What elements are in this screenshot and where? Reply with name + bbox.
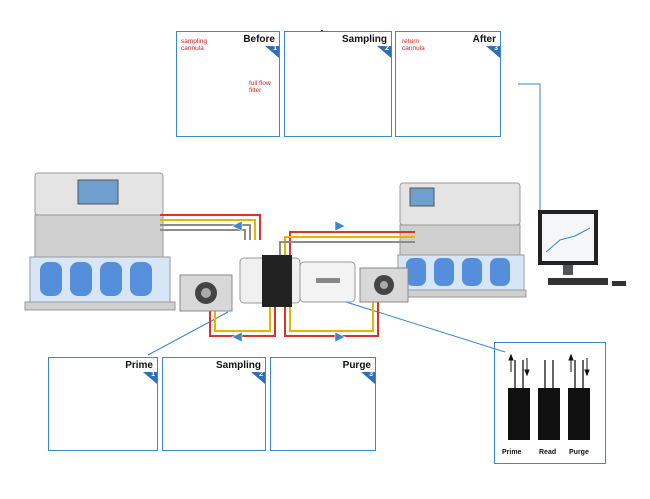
annotation-full-flow-filter: full flow filter [249,80,271,94]
step-badge [251,372,265,384]
left-dissolution-tester [24,172,176,311]
cuvette-label-read: Read [539,449,557,456]
right-dissolution-tester [395,182,527,298]
cuvette-label-purge: Purge [569,449,589,456]
annotation-sampling-cannula: sampling cannula [181,38,208,52]
step-badge [143,372,157,384]
step-number: 3 [369,371,373,378]
step-badge [377,46,391,58]
connector-after-to-pc [518,83,541,212]
cuvette-panel: Prime Read Purge [494,342,606,464]
spectrophotometer [239,255,356,307]
cuvette-art [508,353,590,440]
step-badge [265,46,279,58]
step-number: 1 [273,45,277,52]
after-panel: After 3 return cannula [395,31,501,137]
step-number: 2 [385,45,389,52]
cuvette-label-prime: Prime [502,449,522,456]
sampling-pump-panel: Sampling 2 [162,357,266,451]
panel-title: Before [243,34,275,45]
panel-title: Sampling [215,360,261,371]
right-peristaltic-pump [359,267,409,303]
computer-monitor [538,210,626,286]
step-number: 1 [151,371,155,378]
purge-panel: Purge 3 [270,357,376,451]
panel-title: Sampling [341,34,387,45]
prime-panel: Prime 1 [48,357,158,451]
step-number: 2 [259,371,263,378]
step-number: 3 [494,45,498,52]
panel-title: Prime [125,360,153,371]
sampling-panel: Sampling 2 [284,31,392,137]
before-panel: Before 1 sampling cannula full flow filt… [176,31,280,137]
step-badge [361,372,375,384]
left-peristaltic-pump [179,274,233,312]
panel-title: After [472,34,496,45]
step-badge [486,46,500,58]
panel-title: Purge [342,360,371,371]
annotation-return-cannula: return cannula [402,38,425,52]
